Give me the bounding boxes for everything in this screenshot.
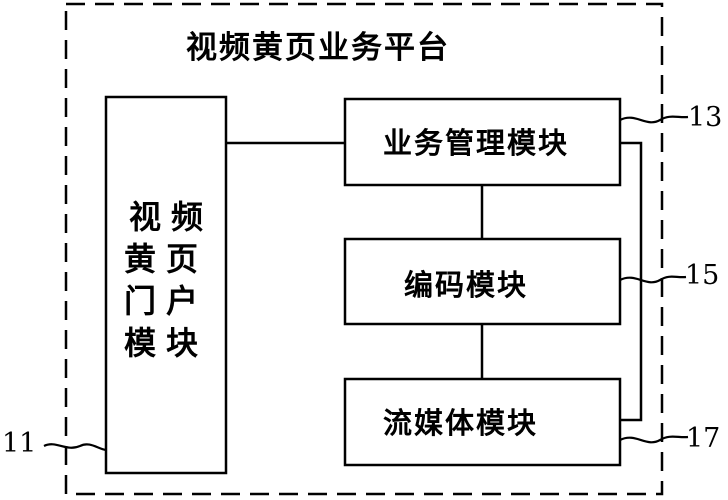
leader-17 — [619, 435, 689, 444]
platform-boundary — [64, 2, 664, 496]
leader-13 — [619, 115, 689, 124]
ref-numeral-15: 15 — [685, 260, 720, 291]
leader-11 — [43, 443, 107, 452]
ref-numeral-13: 13 — [688, 102, 723, 133]
platform-title: 视频黄页业务平台 — [186, 30, 450, 66]
portal-module-label: 视频黄页门户模块 — [123, 198, 213, 362]
business-module-label: 业务管理模块 — [383, 126, 570, 160]
leader-15 — [619, 275, 687, 284]
ref-numeral-11: 11 — [2, 428, 37, 459]
ref-numeral-17: 17 — [686, 423, 721, 454]
streaming-module-label: 流媒体模块 — [383, 406, 539, 440]
right-side-connector — [620, 141, 643, 422]
portal-module-box — [104, 95, 228, 475]
encoding-module-label: 编码模块 — [404, 268, 529, 302]
